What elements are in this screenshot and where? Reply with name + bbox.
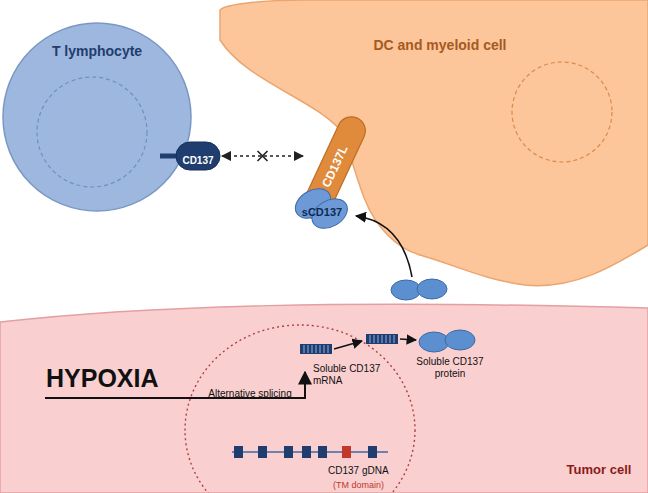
edge-group (222, 151, 303, 161)
text-holder: Tumor cell (555, 460, 643, 478)
protein-dimer (419, 330, 475, 352)
node-outline (0, 300, 648, 493)
tumor-nucleus (185, 325, 415, 493)
mrna-bar (300, 344, 332, 354)
node-label: DC and myeloid cell (373, 37, 506, 53)
cell-body: Tumor cell (0, 300, 648, 493)
text-holder: T lymphocyte (22, 42, 172, 60)
text-holder: sCD137 (290, 202, 354, 220)
text-holder: HYPOXIA (46, 364, 186, 393)
text-holder: Soluble CD137 mRNA (313, 363, 387, 388)
receptor: CD137 (176, 142, 220, 170)
text-holder: CD137 (176, 150, 220, 168)
annotation-label: CD137 gDNA (328, 465, 389, 477)
dc-nucleus (512, 62, 612, 162)
text-holder: (TM domain) (333, 474, 399, 492)
text-holder: DC and myeloid cell (355, 36, 525, 54)
soluble-receptor: sCD137 (290, 180, 354, 236)
node-label: T lymphocyte (52, 43, 142, 59)
text-holder: CD137 gDNA (328, 460, 398, 478)
t-cell-nucleus (37, 77, 147, 187)
text-holder: Soluble CD137 protein (410, 356, 490, 381)
node-label: Tumor cell (567, 463, 632, 478)
mrna-bar (366, 334, 398, 344)
annotation-label: Soluble CD137 protein (410, 356, 490, 379)
cell-body: DC and myeloid cell (205, 0, 648, 300)
released-dimer (391, 279, 447, 300)
gdna-exons (234, 446, 377, 458)
node-label: CD137 (182, 155, 213, 167)
block-mark (258, 151, 268, 161)
secretion-arrow (356, 216, 412, 277)
stimulus-label: HYPOXIA (46, 364, 159, 393)
annotation-label: (TM domain) (333, 480, 384, 490)
annotation-label: Alternative splicing (208, 388, 291, 400)
export-arrow (334, 341, 362, 349)
annotation-label: Soluble CD137 mRNA (313, 363, 387, 386)
text-holder: Alternative splicing (200, 383, 300, 401)
translation-arrow (400, 339, 416, 340)
cell-body: CD137T lymphocyte (2, 22, 192, 212)
node-label: sCD137 (302, 206, 342, 219)
